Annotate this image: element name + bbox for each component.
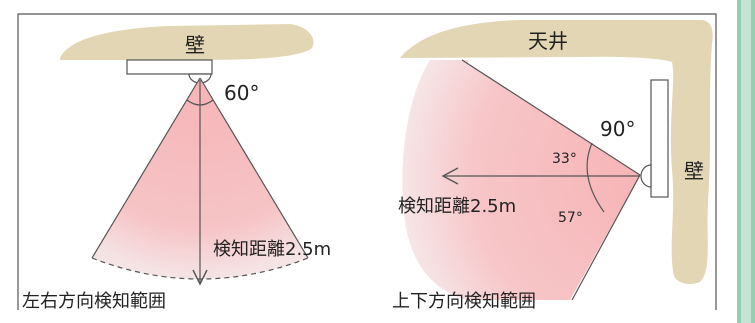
right-distance-arrowhead xyxy=(441,167,459,185)
frame-border xyxy=(17,13,717,310)
green-sidebar-inner xyxy=(741,0,751,323)
left-panel: 壁 60° 検知距離2.5m 左右方向検知範囲 xyxy=(22,24,331,312)
left-sensor xyxy=(126,59,213,75)
left-angle-label: 60° xyxy=(224,81,259,105)
right-ceiling-wall xyxy=(400,20,713,284)
right-wall-label: 壁 xyxy=(684,159,704,183)
right-sensor xyxy=(650,79,669,198)
right-angle-lower-label: 57° xyxy=(558,210,583,226)
right-panel: 天井 壁 90° 33° 57° 検知距離2.5m 上下方向検知範囲 xyxy=(392,20,713,312)
right-angle-upper-label: 33° xyxy=(552,151,577,167)
right-fan-edge-lower xyxy=(571,174,641,301)
right-fan-edge-upper xyxy=(461,59,641,176)
left-fan-edge-left xyxy=(91,77,201,259)
left-fan-edge-right xyxy=(199,77,309,259)
right-distance-label: 検知距離2.5m xyxy=(398,196,516,217)
right-caption: 上下方向検知範囲 xyxy=(392,291,536,312)
right-angle-total-label: 90° xyxy=(600,117,635,141)
right-detection-fan xyxy=(402,60,640,300)
left-wall-label: 壁 xyxy=(185,33,205,57)
left-distance-label: 検知距離2.5m xyxy=(213,239,331,260)
right-angle-arc xyxy=(586,142,605,213)
left-distance-arrowhead xyxy=(192,269,208,286)
right-ceiling-label: 天井 xyxy=(528,29,568,53)
left-wall xyxy=(60,24,314,60)
right-sensor-lens xyxy=(640,164,652,188)
left-caption: 左右方向検知範囲 xyxy=(22,291,166,312)
